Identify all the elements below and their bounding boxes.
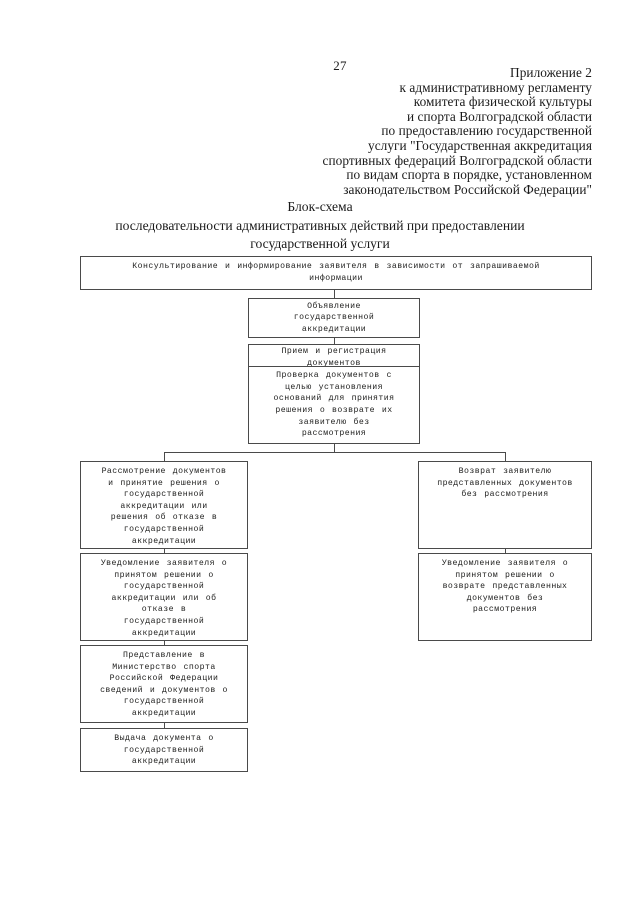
- page-title: Блок-схема последовательности администра…: [0, 198, 640, 254]
- appendix-line: по видам спорта в порядке, установленном: [346, 167, 592, 183]
- node-line: государственной: [123, 524, 205, 534]
- flow-node-consulting: Консультирование и информирование заявит…: [80, 256, 592, 290]
- node-line: Рассмотрение документов: [101, 467, 227, 476]
- node-line: целью установления: [284, 382, 384, 392]
- appendix-line: комитета физической культуры: [413, 94, 592, 110]
- flow-node-notify-decision: Уведомление заявителя о принятом решении…: [80, 553, 248, 641]
- title-sub-line-1: последовательности административных дейс…: [115, 217, 525, 233]
- node-line: Выдача документа о: [114, 734, 214, 743]
- node-line: информации: [309, 274, 363, 283]
- flow-node-review-decision: Рассмотрение документов и принятие решен…: [80, 461, 248, 549]
- node-line: сведений и документов о: [100, 685, 228, 695]
- node-line: Возврат заявителю: [458, 467, 552, 476]
- node-line: аккредитации: [131, 628, 197, 638]
- connector-branch-left-drop: [164, 452, 165, 461]
- node-line: заявителю без: [298, 417, 370, 427]
- flow-node-return-documents: Возврат заявителю представленных докумен…: [418, 461, 592, 549]
- node-line: аккредитации: [131, 757, 197, 767]
- node-line: аккредитации: [131, 536, 197, 546]
- appendix-line: услуги "Государственная аккредитация: [368, 137, 592, 153]
- title-main: Блок-схема: [287, 199, 353, 214]
- node-line: Российской Федерации: [109, 674, 219, 684]
- flow-node-verification: Проверка документов с целью установления…: [248, 366, 420, 444]
- node-line: возврате представленных: [442, 582, 568, 592]
- node-line: документов: [307, 359, 361, 368]
- node-line: представленных документов: [437, 478, 573, 488]
- connector-return-to-notify-return: [505, 549, 506, 553]
- connector-submit-to-issue: [164, 723, 165, 728]
- appendix-line: к административному регламенту: [399, 79, 592, 95]
- appendix-line: спортивных федераций Волгоградской облас…: [322, 152, 592, 168]
- connector-notify-to-submit: [164, 641, 165, 645]
- appendix-line: и спорта Волгоградской области: [406, 108, 592, 124]
- node-line: Министерство спорта: [112, 662, 216, 672]
- appendix-line: законодательством Российской Федерации": [343, 181, 592, 197]
- connector-branch-horizontal: [164, 452, 505, 453]
- appendix-header: Приложение 2 к административному регламе…: [172, 65, 592, 197]
- appendix-line: по предоставлению государственной: [381, 123, 592, 139]
- flow-node-submit-ministry: Представление в Министерство спорта Росс…: [80, 645, 248, 723]
- node-line: государственной: [123, 697, 205, 707]
- connector-branch-right-drop: [505, 452, 506, 461]
- node-line: Уведомление заявителя о: [100, 559, 228, 568]
- node-line: государственной: [123, 582, 205, 592]
- node-line: аккредитации: [301, 324, 367, 334]
- node-line: Представление в: [123, 651, 205, 660]
- node-line: аккредитации или: [120, 501, 208, 511]
- node-line: решения о возврате их: [275, 406, 393, 415]
- flow-node-issue-document: Выдача документа о государственной аккре…: [80, 728, 248, 772]
- node-line: принятом решении о: [114, 570, 214, 580]
- node-line: государственной: [293, 313, 375, 323]
- connector-consulting-to-announcement: [334, 290, 335, 298]
- node-line: аккредитации или об: [111, 593, 217, 603]
- title-sub-line-2: государственной услуги: [250, 236, 390, 252]
- connector-verification-stem: [334, 444, 335, 452]
- node-line: Проверка документов с: [276, 371, 392, 381]
- node-line: государственной: [123, 616, 205, 626]
- connector-announcement-to-reception: [334, 338, 335, 344]
- node-line: решения об отказе в: [110, 513, 218, 523]
- node-line: Уведомление заявителя о: [441, 559, 569, 568]
- appendix-line: Приложение 2: [510, 65, 592, 80]
- node-line: государственной: [123, 745, 205, 755]
- node-line: рассмотрения: [472, 605, 538, 615]
- page-number: 27: [333, 58, 347, 73]
- connector-review-to-notify-decision: [164, 549, 165, 553]
- node-line: государственной: [123, 490, 205, 500]
- node-line: аккредитации: [131, 708, 197, 718]
- node-line: Объявление: [307, 301, 361, 311]
- node-line: рассмотрения: [301, 429, 367, 439]
- node-line: оснований для принятия: [273, 394, 395, 404]
- node-line: принятом решении о: [455, 570, 555, 580]
- flow-node-notify-return: Уведомление заявителя о принятом решении…: [418, 553, 592, 641]
- flow-node-announcement: Объявление государственной аккредитации: [248, 298, 420, 338]
- node-line: Прием и регистрация: [281, 347, 387, 357]
- node-line: Консультирование и информирование заявит…: [132, 262, 540, 272]
- node-line: отказе в: [141, 605, 187, 615]
- node-line: без рассмотрения: [461, 490, 549, 500]
- node-line: документов без: [466, 593, 544, 603]
- node-line: и принятие решения о: [108, 478, 220, 488]
